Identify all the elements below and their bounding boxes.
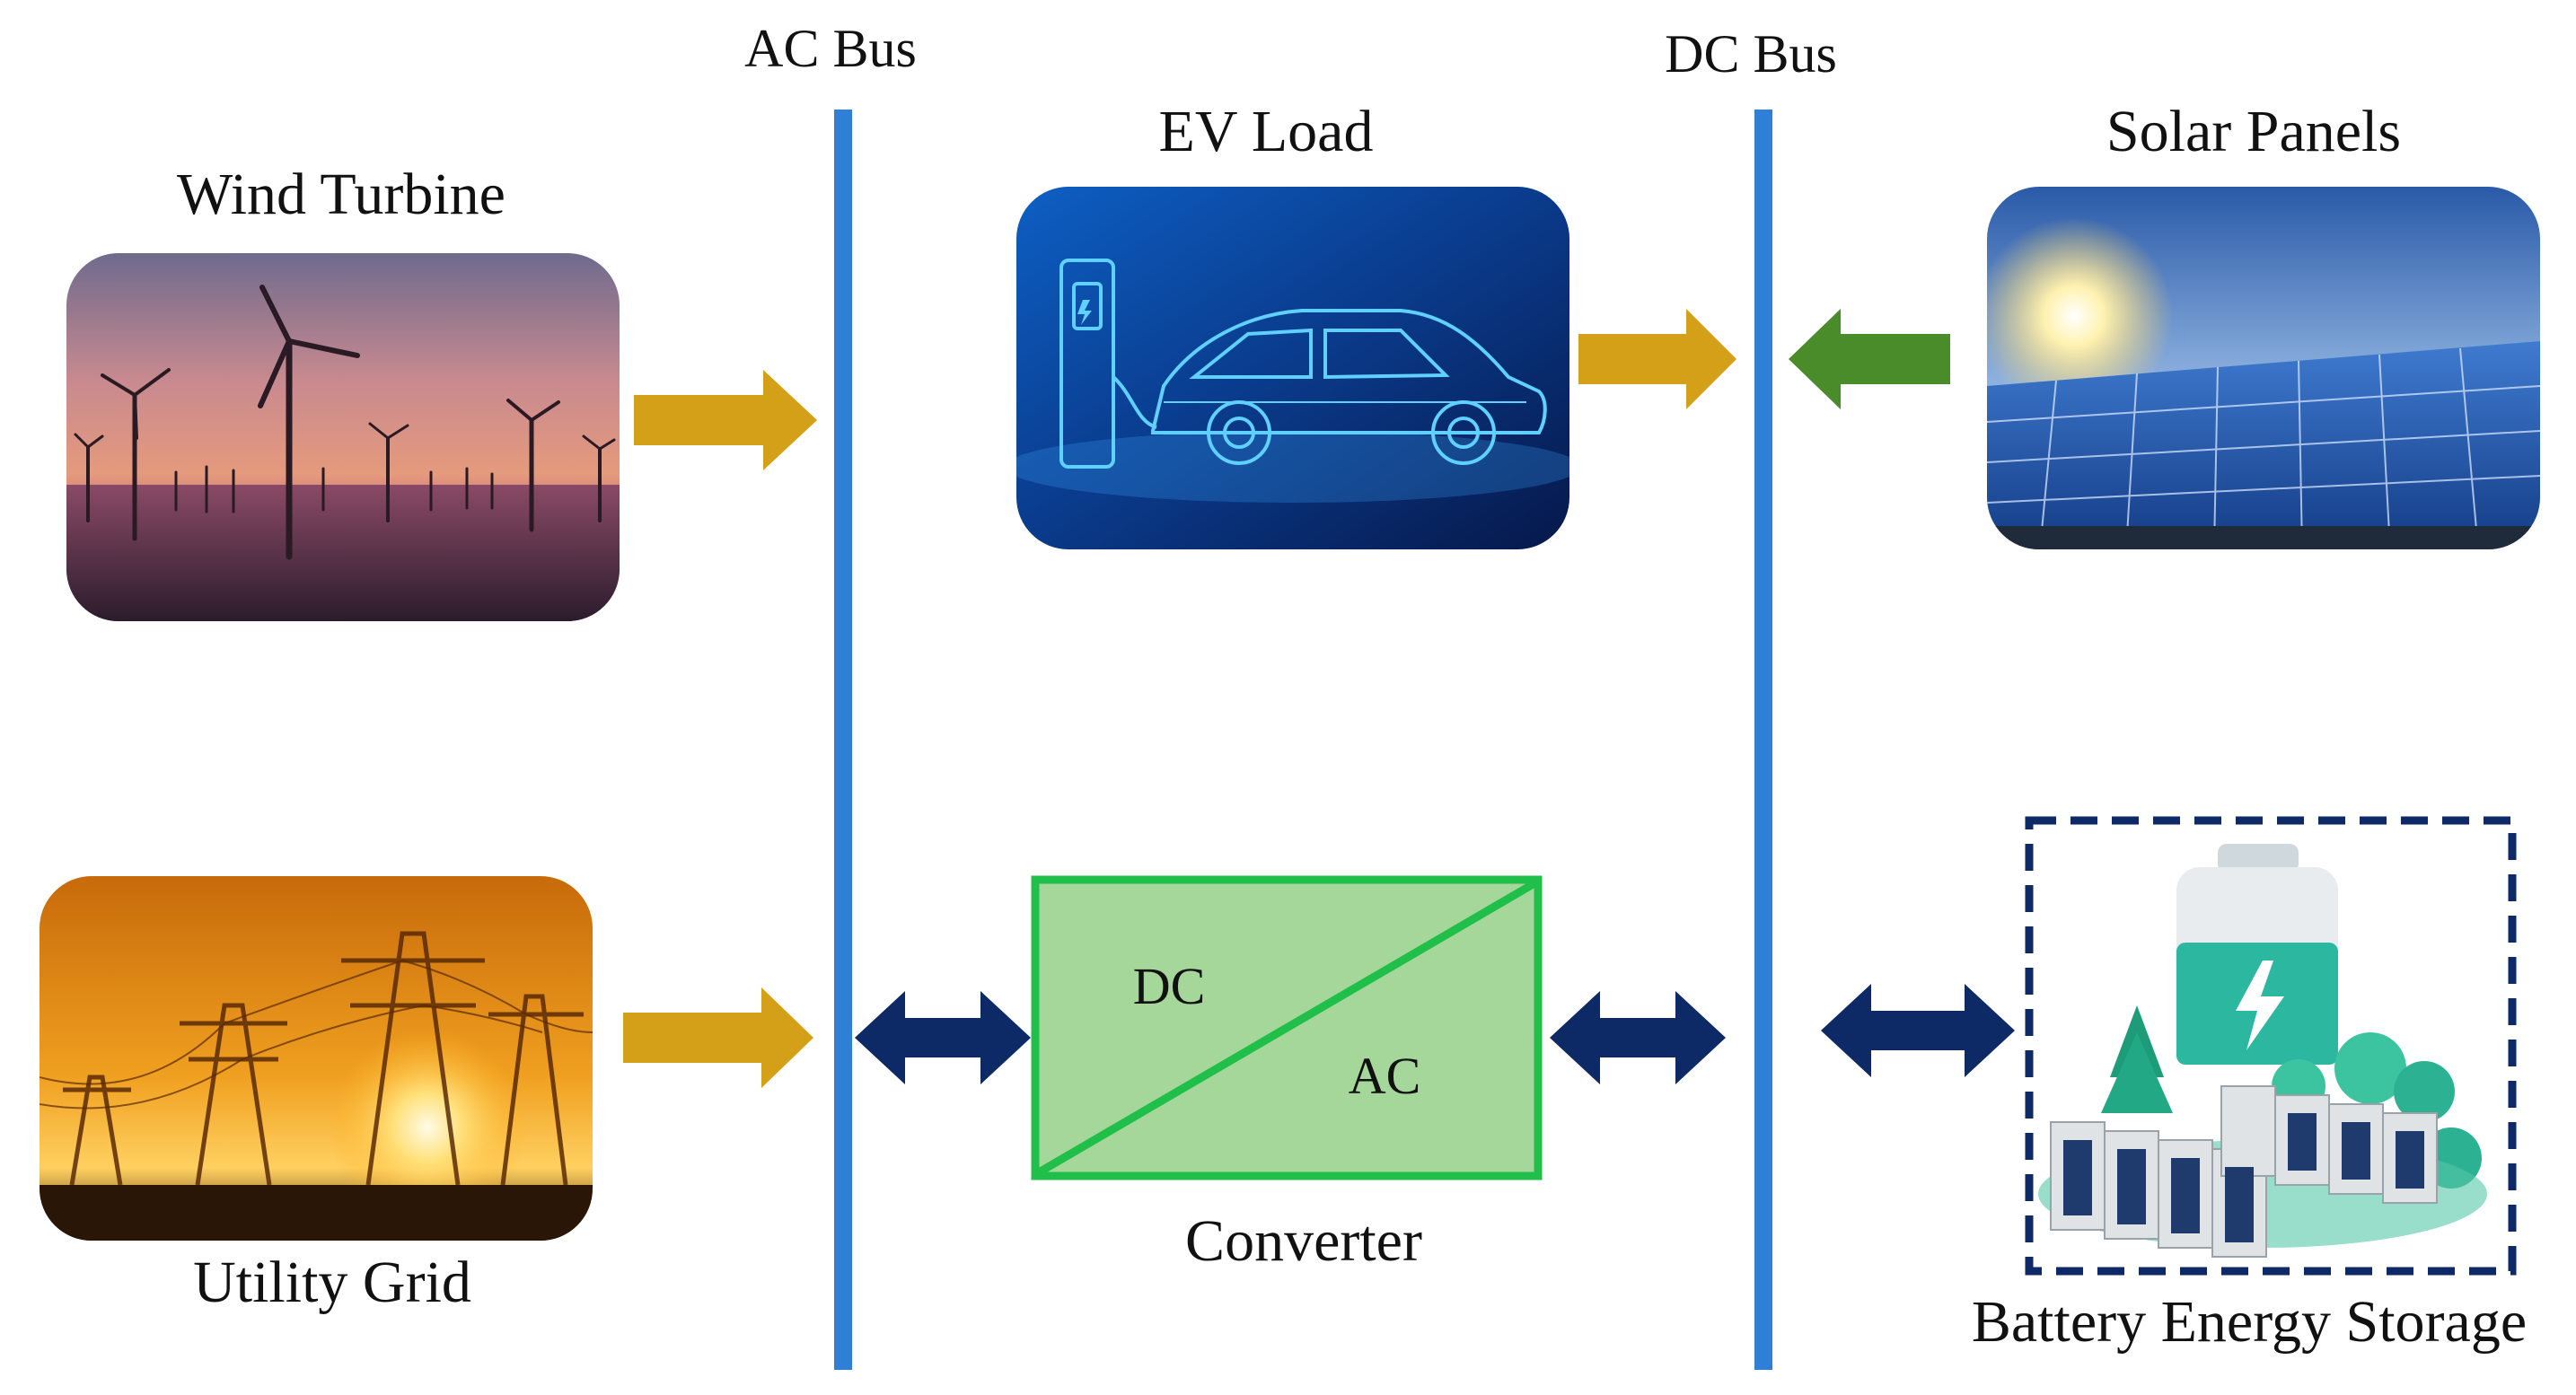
arrow-ac-bus-converter [855, 991, 1031, 1084]
arrow-solar-to-dc-bus [1789, 309, 1950, 409]
ev-charging-car-photo [1016, 187, 1569, 549]
battery-storage-label: Battery Energy Storage [1972, 1289, 2527, 1355]
wind-farm-sunset-photo [66, 253, 620, 621]
ac-bus-line [834, 110, 852, 1370]
arrow-grid-to-ac-bus [623, 987, 813, 1088]
arrow-converter-dc-bus [1550, 991, 1726, 1084]
ac-bus-label: AC Bus [744, 19, 917, 78]
converter-label: Converter [1185, 1208, 1422, 1274]
dc-bus-line [1754, 110, 1772, 1370]
converter-block [1031, 875, 1543, 1180]
solar-panels-label: Solar Panels [2106, 99, 2401, 164]
wind-turbine-label: Wind Turbine [177, 162, 506, 227]
utility-grid-label: Utility Grid [193, 1250, 471, 1315]
arrow-wind-to-ac-bus [634, 370, 817, 470]
solar-panel-array-photo [1987, 187, 2540, 549]
converter-dc-label: DC [1133, 957, 1206, 1015]
arrow-dc-bus-battery [1821, 984, 2015, 1077]
battery-storage-illustration [2025, 816, 2517, 1276]
power-pylons-sunset-photo [40, 876, 593, 1241]
dc-bus-label: DC Bus [1665, 24, 1837, 83]
ev-load-label: EV Load [1159, 99, 1374, 164]
arrow-ev-to-dc-bus [1578, 309, 1736, 409]
converter-ac-label: AC [1349, 1047, 1421, 1105]
